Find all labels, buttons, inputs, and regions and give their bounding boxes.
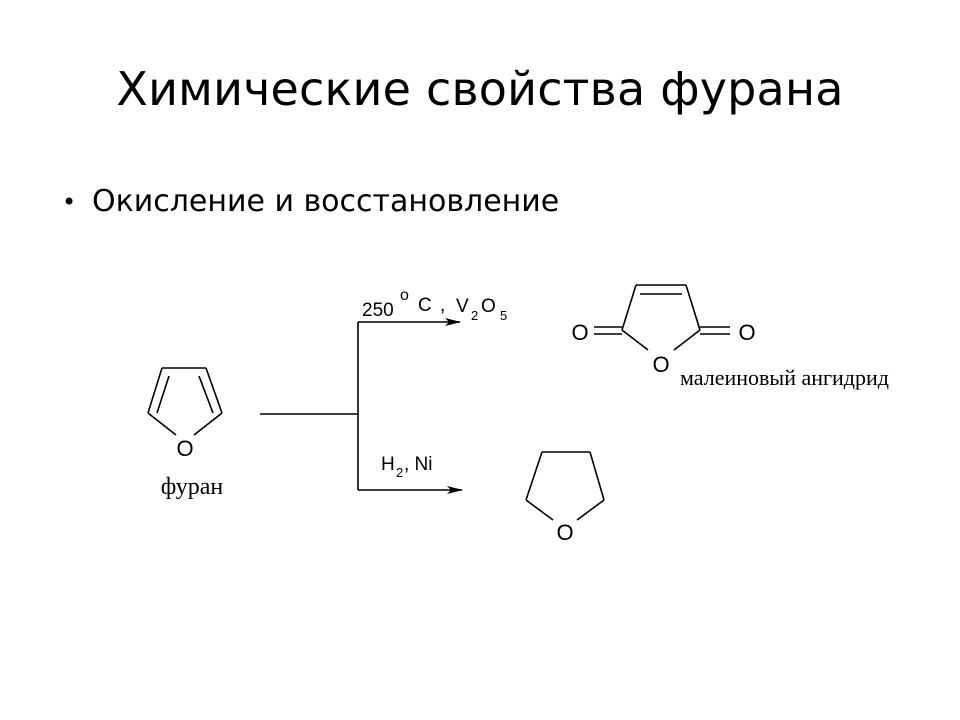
catalyst-o-subscript: 5 (500, 308, 507, 323)
bullet-marker: • (62, 188, 77, 216)
branch-lines (260, 322, 359, 490)
oxidation-temp-unit: C (418, 295, 432, 316)
reduction-hydrogen-subscript: 2 (396, 465, 403, 480)
furan-structure (147, 367, 223, 436)
anhydride-ring-oxygen: O (652, 352, 669, 377)
oxidation-temperature: 250 (362, 300, 394, 321)
catalyst-o: O (481, 296, 496, 317)
catalyst-v-subscript: 2 (471, 308, 478, 323)
slide-title: Химические свойства фурана (116, 62, 844, 116)
reduction-hydrogen: H (381, 454, 395, 475)
furan-name-label: фуран (161, 474, 224, 500)
oxidation-degree-sign: o (400, 287, 409, 304)
thf-oxygen-label: O (556, 520, 573, 545)
anhydride-right-oxygen: O (738, 320, 755, 345)
furan-oxygen-label: O (176, 436, 193, 461)
reduction-catalyst: , Ni (404, 454, 433, 475)
maleic-anhydride-name: малеиновый ангидрид (680, 365, 889, 390)
bullet-item: • Окисление и восстановление (62, 180, 559, 224)
maleic-anhydride-structure (594, 284, 730, 351)
anhydride-left-oxygen: O (571, 320, 588, 345)
bullet-text: Окисление и восстановление (92, 184, 560, 219)
tetrahydrofuran-structure (525, 451, 605, 521)
oxidation-separator: , (440, 295, 445, 316)
catalyst-v: V (456, 296, 469, 317)
